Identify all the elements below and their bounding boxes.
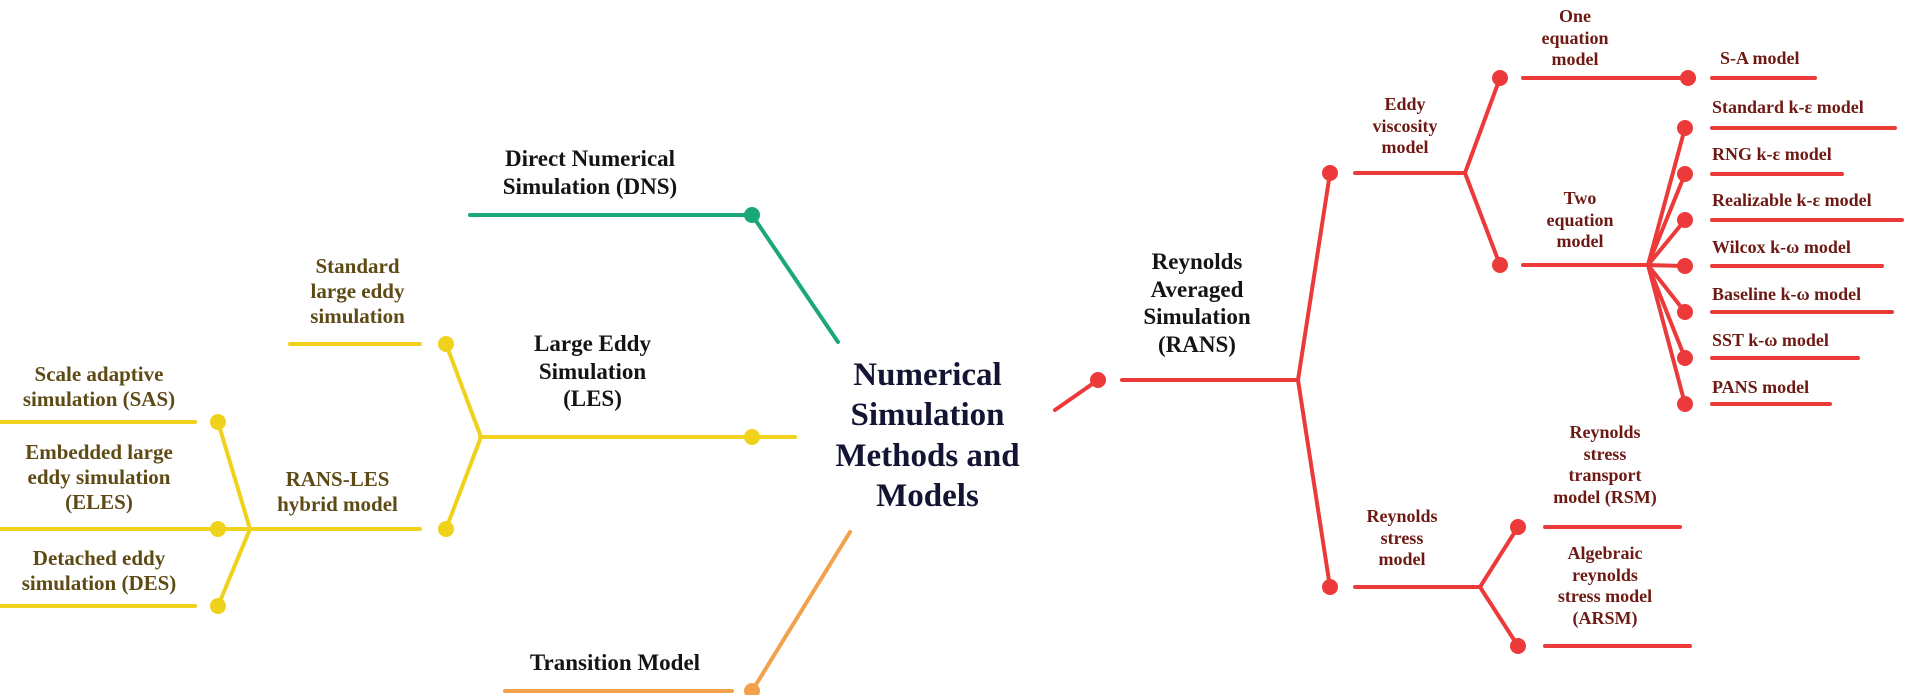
eddy-branch-one	[1463, 76, 1502, 175]
two-eq-model-node-dot	[1677, 396, 1693, 412]
one-equation-node-dot	[1492, 70, 1508, 86]
two-eq-model-node-dot	[1677, 304, 1693, 320]
hybrid-branch-sas	[216, 420, 252, 531]
stress-branch-arsm	[1478, 585, 1520, 648]
two-eq-model-label: PANS model	[1712, 377, 1810, 397]
transition-connector	[750, 530, 852, 693]
eddy-branch-two	[1463, 171, 1502, 267]
two-eq-model-node-dot	[1677, 166, 1693, 182]
rans-branch	[1053, 70, 1904, 654]
two-eq-model-label: Standard k-ε model	[1712, 97, 1864, 117]
dns-branch	[468, 207, 840, 344]
two-eq-model-node-dot	[1677, 120, 1693, 136]
standard-les-node-dot	[438, 336, 454, 352]
two-equation-node-dot	[1492, 257, 1508, 273]
eles-node-dot	[210, 521, 226, 537]
two-eq-branch	[1646, 263, 1687, 406]
arsm-node-dot	[1510, 638, 1526, 654]
rans-connector	[1053, 378, 1100, 412]
two-eq-model-node-dot	[1677, 350, 1693, 366]
eddy-viscosity-node-dot	[1322, 165, 1338, 181]
two-eq-branch	[1646, 126, 1687, 267]
transition-label: Transition Model	[529, 650, 701, 675]
stress-branch-rsm	[1478, 525, 1520, 589]
rans-node-dot	[1090, 372, 1106, 388]
two-eq-model-label: RNG k-ε model	[1712, 144, 1832, 164]
rsm-node-dot	[1510, 519, 1526, 535]
two-eq-branch	[1646, 263, 1687, 314]
transition-node-dot	[744, 683, 760, 695]
two-eq-model-label: Baseline k-ω model	[1712, 284, 1862, 304]
two-eq-model-label: Realizable k-ε model	[1712, 190, 1872, 210]
two-eq-branch	[1646, 218, 1687, 267]
two-eq-model-label: SST k-ω model	[1712, 330, 1829, 350]
dns-node-dot	[744, 207, 760, 223]
les-branch-standard	[444, 342, 483, 439]
hybrid-node-dot	[438, 521, 454, 537]
two-eq-model-label: Wilcox k-ω model	[1712, 237, 1851, 257]
sa-model-label: S-A model	[1720, 48, 1800, 68]
les-branch	[0, 336, 797, 614]
rans-branch-stress	[1296, 378, 1332, 589]
two-eq-model-node-dot	[1677, 258, 1693, 274]
les-node-dot	[744, 429, 760, 445]
des-node-dot	[210, 598, 226, 614]
reynolds-stress-node-dot	[1322, 579, 1338, 595]
transition-branch	[503, 530, 852, 695]
two-eq-model-node-dot	[1677, 212, 1693, 228]
sa-model-node-dot	[1680, 70, 1696, 86]
hybrid-branch-des	[216, 527, 252, 608]
dns-connector	[750, 213, 840, 344]
rans-branch-eddy	[1296, 171, 1332, 382]
two-eq-branch	[1646, 172, 1687, 267]
les-branch-hybrid	[444, 435, 483, 531]
sas-node-dot	[210, 414, 226, 430]
